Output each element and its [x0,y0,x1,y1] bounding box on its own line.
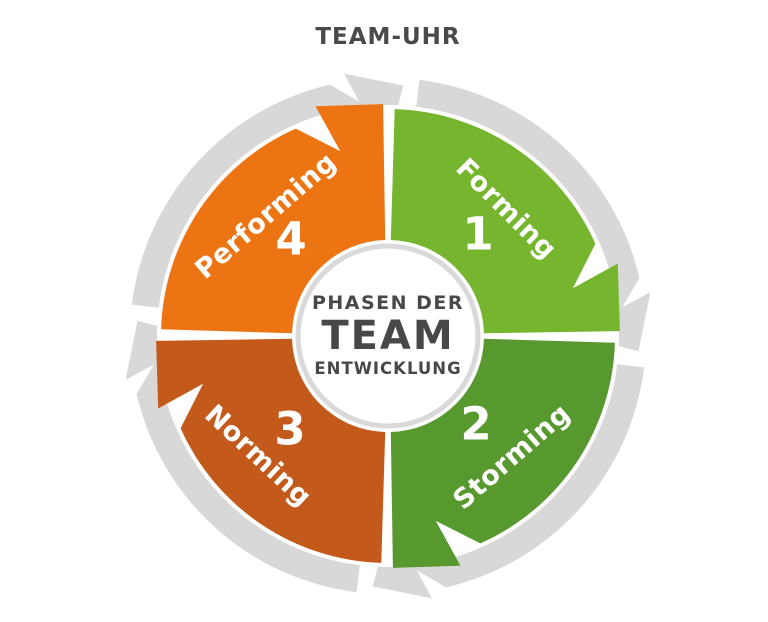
segment-arrow-norming [156,338,386,563]
segment-number-forming: 1 [462,207,494,261]
segment-arrow-storming [390,338,615,568]
segment-number-norming: 3 [274,402,306,456]
center-line-phasen-der: PHASEN DER [311,292,465,314]
track-arrow-performing [131,73,404,308]
segment-number-storming: 2 [460,397,492,451]
track-arrow-forming [416,79,651,352]
center-circle [295,243,481,429]
diagram-title: TEAM-UHR [315,24,461,50]
segment-arrow-performing [161,104,386,334]
segment-number-performing: 4 [275,212,307,266]
segment-arrow-forming [390,109,620,334]
track-arrow-storming [372,364,645,599]
center-text-block: PHASEN DER TEAM ENTWICKLUNG [312,291,464,381]
center-line-entwicklung: ENTWICKLUNG [314,359,462,378]
center-line-team: TEAM [321,313,455,359]
track-arrow-norming [125,320,360,593]
